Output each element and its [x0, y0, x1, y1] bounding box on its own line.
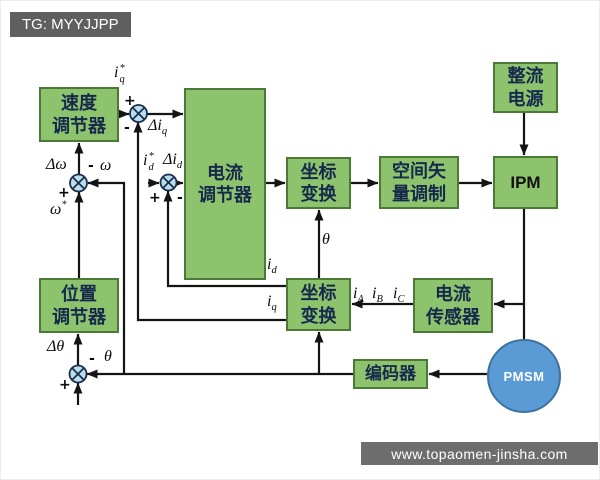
label-delta-iq: Δiq	[148, 117, 168, 138]
label-delta-theta: Δθ	[47, 338, 65, 355]
pmsm-motor: PMSM	[487, 339, 561, 413]
summing-junction-id	[159, 173, 178, 192]
label-omega-ref: ω*	[50, 199, 67, 218]
label-ib: iB	[372, 285, 383, 306]
block-coord-transform-upper: 坐标 变换	[286, 157, 351, 209]
label-theta-feedback: θ	[104, 348, 112, 365]
label-delta-omega: Δω	[46, 156, 67, 173]
sign-plus-theta-junction: +	[59, 377, 71, 393]
label-ic: iC	[393, 285, 405, 306]
label-theta-axis: θ	[322, 231, 330, 248]
wire-iq-feedback	[133, 121, 286, 322]
label-delta-id: Δid	[163, 151, 183, 172]
sign-minus-omega-junction: -	[88, 158, 94, 174]
sign-minus-iq-junction: -	[124, 120, 130, 136]
label-iq-feedback: iq	[267, 293, 277, 314]
tg-watermark-badge: TG: MYYJJPP	[10, 12, 131, 37]
sign-plus-iq-junction: +	[124, 93, 136, 109]
block-rectifier-power: 整流 电源	[493, 62, 558, 113]
sign-minus-theta-junction: -	[89, 351, 95, 367]
block-ipm: IPM	[493, 156, 558, 209]
label-id-ref: i*d	[143, 151, 154, 173]
label-ia: iA	[353, 285, 364, 306]
block-coord-transform-lower: 坐标 变换	[286, 278, 351, 331]
sign-plus-id-junction: +	[149, 190, 161, 206]
label-id-feedback: id	[267, 256, 277, 277]
summing-junction-iq	[129, 104, 148, 123]
block-position-regulator: 位置 调节器	[39, 278, 119, 333]
wire-id-feedback	[163, 190, 286, 288]
block-current-regulator: 电流 调节器	[184, 88, 266, 280]
wire-omega-feedback	[87, 178, 126, 374]
block-speed-regulator: 速度 调节器	[39, 87, 119, 142]
block-current-sensor: 电流 传感器	[413, 278, 493, 333]
summing-junction-theta	[68, 364, 88, 384]
label-iq-ref: i*q	[114, 63, 125, 85]
summing-junction-omega	[69, 173, 88, 193]
website-watermark: www.topaomen-jinsha.com	[361, 442, 598, 465]
sign-plus-omega-junction: +	[58, 185, 70, 201]
sign-minus-id-junction: -	[177, 190, 183, 206]
block-space-vector-modulation: 空间矢 量调制	[379, 156, 459, 209]
label-omega-feedback: ω	[100, 157, 112, 174]
block-encoder: 编码器	[353, 359, 428, 389]
